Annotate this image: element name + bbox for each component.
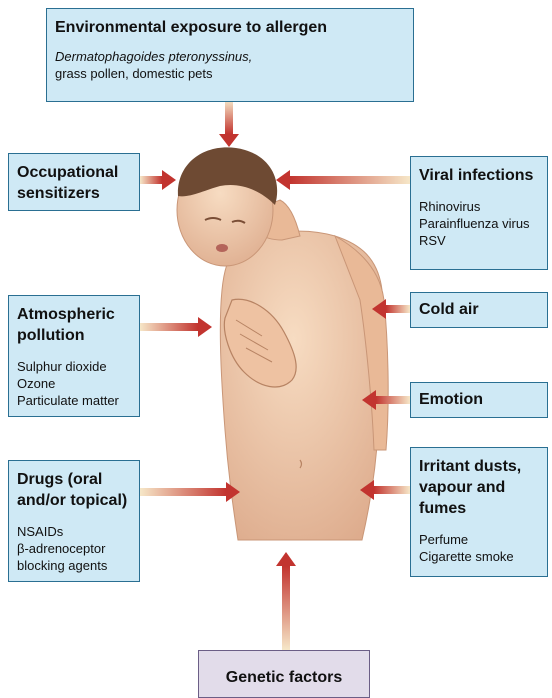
viral-infection-item: Parainfluenza virus [419, 215, 539, 232]
arrow-atmospheric-head [198, 317, 212, 337]
emotion-box: Emotion [410, 382, 548, 418]
neck-shape [240, 200, 300, 240]
arrow-irritant-head [360, 480, 374, 500]
drugs-title-1: Drugs (oral [17, 469, 131, 490]
arrow-cold-head [372, 299, 386, 319]
human-figure [177, 147, 388, 540]
mouth [216, 244, 228, 252]
atmospheric-pollution-title-2: pollution [17, 325, 131, 346]
drugs-title-2: and/or topical) [17, 490, 131, 511]
viral-infection-item: RSV [419, 232, 539, 249]
arrow-emotion-shaft [376, 396, 410, 404]
viral-infections-title: Viral infections [419, 165, 539, 186]
drugs-item: blocking agents [17, 557, 131, 574]
irritant-dusts-title-2: vapour and [419, 477, 539, 498]
arrow-drugs-head [226, 482, 240, 502]
environmental-exposure-title: Environmental exposure to allergen [55, 17, 405, 38]
irritant-dusts-title-1: Irritant dusts, [419, 456, 539, 477]
head-shape [177, 154, 273, 266]
arrow-genetic-shaft [282, 566, 290, 650]
viral-infection-item: Rhinovirus [419, 198, 539, 215]
irritant-dusts-box: Irritant dusts, vapour and fumes Perfume… [410, 447, 548, 577]
atmospheric-pollution-box: Atmospheric pollution Sulphur dioxide Oz… [8, 295, 140, 417]
arrow-environmental-head [219, 134, 239, 147]
genetic-factors-box: Genetic factors [198, 650, 370, 698]
eye-right [232, 221, 245, 223]
atmospheric-pollution-item: Ozone [17, 375, 131, 392]
occupational-sensitizers-title-1: Occupational [17, 162, 131, 183]
arrow-viral-shaft [290, 176, 410, 184]
arrows [140, 100, 410, 650]
irritant-dusts-item: Cigarette smoke [419, 548, 539, 565]
torso-shape [220, 231, 383, 540]
arrow-environmental-shaft [225, 100, 233, 134]
finger-lines [236, 320, 272, 362]
occupational-sensitizers-title-2: sensitizers [17, 183, 131, 204]
hand-on-chest-shape [224, 299, 296, 387]
arrow-occupational-head [162, 170, 176, 190]
arrow-cold-shaft [386, 305, 410, 313]
environmental-exposure-box: Environmental exposure to allergen Derma… [46, 8, 414, 102]
arrow-irritant-shaft [374, 486, 410, 494]
irritant-dusts-title-3: fumes [419, 498, 539, 519]
arrow-emotion-head [362, 390, 376, 410]
atmospheric-pollution-title-1: Atmospheric [17, 304, 131, 325]
drugs-box: Drugs (oral and/or topical) NSAIDs β-adr… [8, 460, 140, 582]
arrow-drugs-shaft [140, 488, 226, 496]
genetic-factors-title: Genetic factors [199, 667, 369, 688]
irritant-dusts-item: Perfume [419, 531, 539, 548]
drugs-item: NSAIDs [17, 523, 131, 540]
arrow-occupational-shaft [140, 176, 162, 184]
emotion-title: Emotion [419, 389, 539, 410]
environmental-exposure-line2: grass pollen, domestic pets [55, 65, 405, 82]
arrow-genetic-head [276, 552, 296, 566]
arrow-viral-head [276, 170, 290, 190]
cold-air-title: Cold air [419, 299, 539, 320]
atmospheric-pollution-item: Particulate matter [17, 392, 131, 409]
eye-left [205, 218, 221, 220]
viral-infections-box: Viral infections Rhinovirus Parainfluenz… [410, 156, 548, 270]
atmospheric-pollution-item: Sulphur dioxide [17, 358, 131, 375]
navel [300, 460, 302, 468]
drugs-item: β-adrenoceptor [17, 540, 131, 557]
environmental-exposure-line1: Dermatophagoides pteronyssinus, [55, 48, 405, 65]
occupational-sensitizers-box: Occupational sensitizers [8, 153, 140, 211]
arrow-atmospheric-shaft [140, 323, 198, 331]
hair-shape [178, 147, 277, 205]
cold-air-box: Cold air [410, 292, 548, 328]
right-arm-shape [335, 236, 388, 450]
